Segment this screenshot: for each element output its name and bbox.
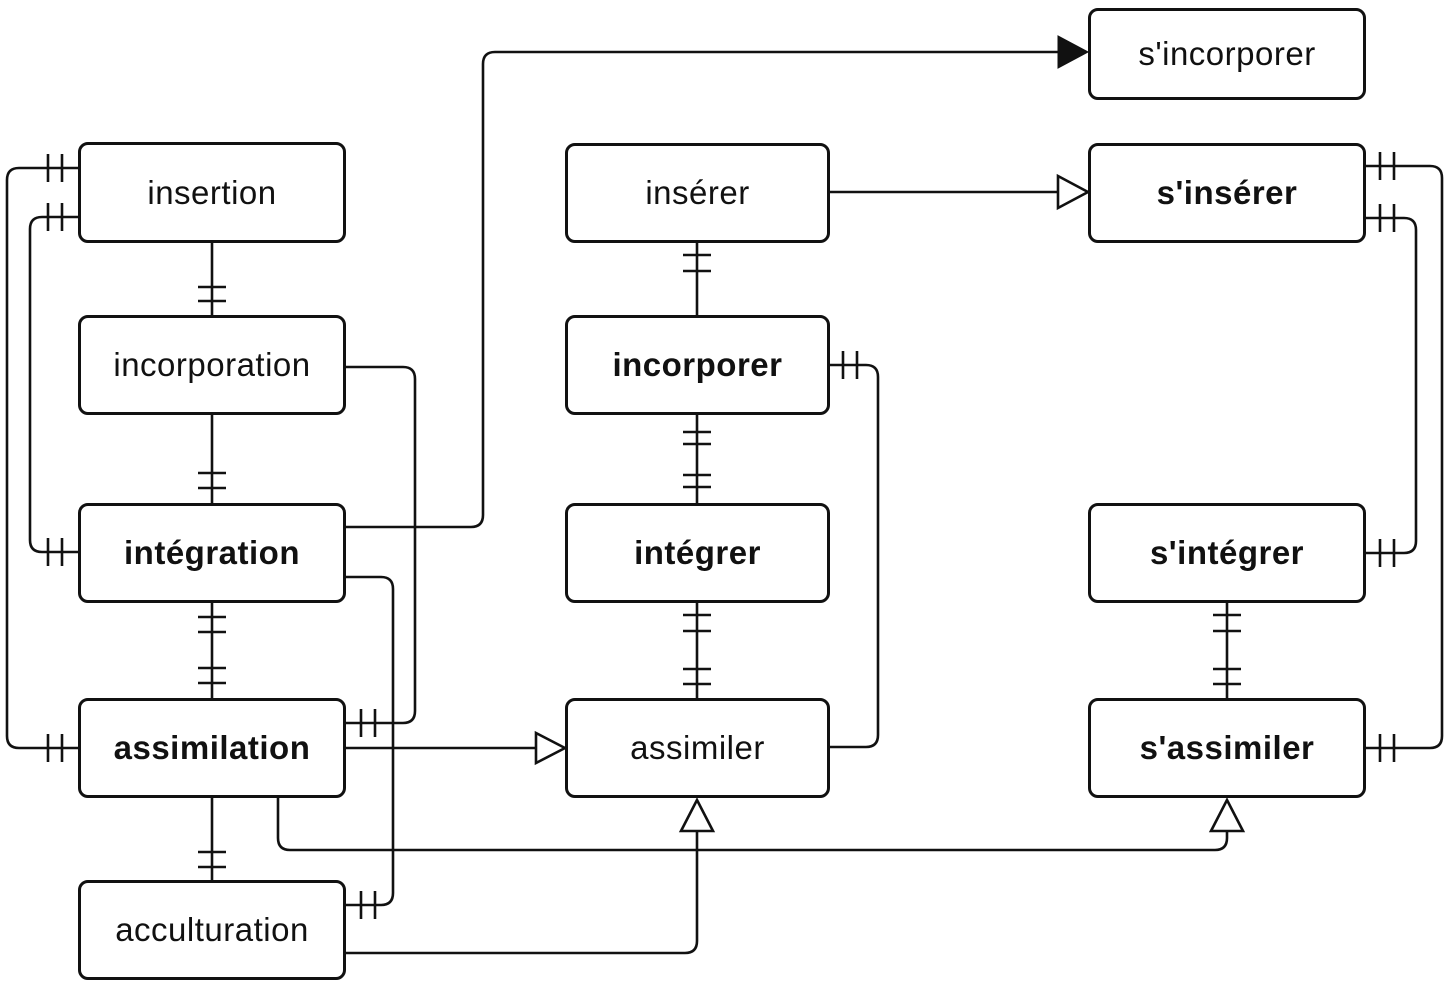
- node-label: insérer: [645, 174, 750, 211]
- edge-incorporer-integrer: [683, 415, 711, 503]
- node-s-incorporer: s'incorporer: [1088, 8, 1366, 100]
- node-s-assimiler: s'assimiler: [1088, 698, 1366, 798]
- node-integrer: intégrer: [565, 503, 830, 603]
- edge-integration-acculturation: [346, 575, 395, 919]
- node-insertion: insertion: [78, 142, 346, 243]
- node-label: s'assimiler: [1139, 729, 1315, 766]
- node-inserer: insérer: [565, 143, 830, 243]
- edge-incorporation-assimilation: [346, 365, 417, 737]
- node-integration: intégration: [78, 503, 346, 603]
- node-incorporer: incorporer: [565, 315, 830, 415]
- open-arrowhead: [534, 730, 568, 766]
- edge-s-integrer-s-assimiler: [1213, 603, 1241, 698]
- edge-assimilation-acculturation: [198, 798, 226, 880]
- node-label: s'insérer: [1156, 174, 1298, 211]
- edge-assimilation-assimiler: [346, 730, 568, 766]
- edge-inserer-incorporer: [683, 243, 711, 315]
- open-arrowhead: [1208, 797, 1246, 833]
- edge-inserer-s-inserer: [830, 173, 1091, 211]
- node-s-integrer: s'intégrer: [1088, 503, 1366, 603]
- node-label: incorporer: [612, 346, 783, 383]
- node-s-inserer: s'insérer: [1088, 143, 1366, 243]
- edge-s-inserer-s-assimiler: [1366, 152, 1444, 762]
- edge-incorporation-integration: [198, 415, 226, 503]
- edge-integrer-assimiler: [683, 603, 711, 698]
- edge-s-inserer-s-integrer: [1366, 204, 1418, 567]
- edge-assimilation-s-assimiler: [276, 797, 1246, 852]
- node-acculturation: acculturation: [78, 880, 346, 980]
- edge-acculturation-assimiler: [346, 797, 716, 955]
- node-label: insertion: [147, 173, 277, 211]
- node-label: acculturation: [115, 911, 309, 948]
- edge-insertion-incorporation: [198, 243, 226, 315]
- edge-integration-s-incorporer: [346, 35, 1090, 529]
- edge-integration-assimilation: [198, 603, 226, 698]
- node-assimiler: assimiler: [565, 698, 830, 798]
- edge-incorporer-assimiler: [830, 351, 880, 749]
- node-incorporation: incorporation: [78, 315, 346, 415]
- node-assimilation: assimilation: [78, 698, 346, 798]
- node-label: incorporation: [113, 346, 311, 383]
- node-label: s'intégrer: [1149, 534, 1305, 571]
- node-label: assimilation: [113, 729, 311, 766]
- filled-arrowhead: [1057, 35, 1090, 69]
- node-label: assimiler: [630, 729, 765, 766]
- node-label: intégrer: [634, 534, 761, 571]
- open-arrowhead: [1056, 173, 1091, 211]
- edge-insertion-integration: [28, 203, 78, 566]
- node-label: intégration: [124, 534, 300, 571]
- open-arrowhead: [678, 797, 716, 833]
- node-label: s'incorporer: [1138, 35, 1316, 72]
- edge-insertion-assimilation: [5, 154, 78, 762]
